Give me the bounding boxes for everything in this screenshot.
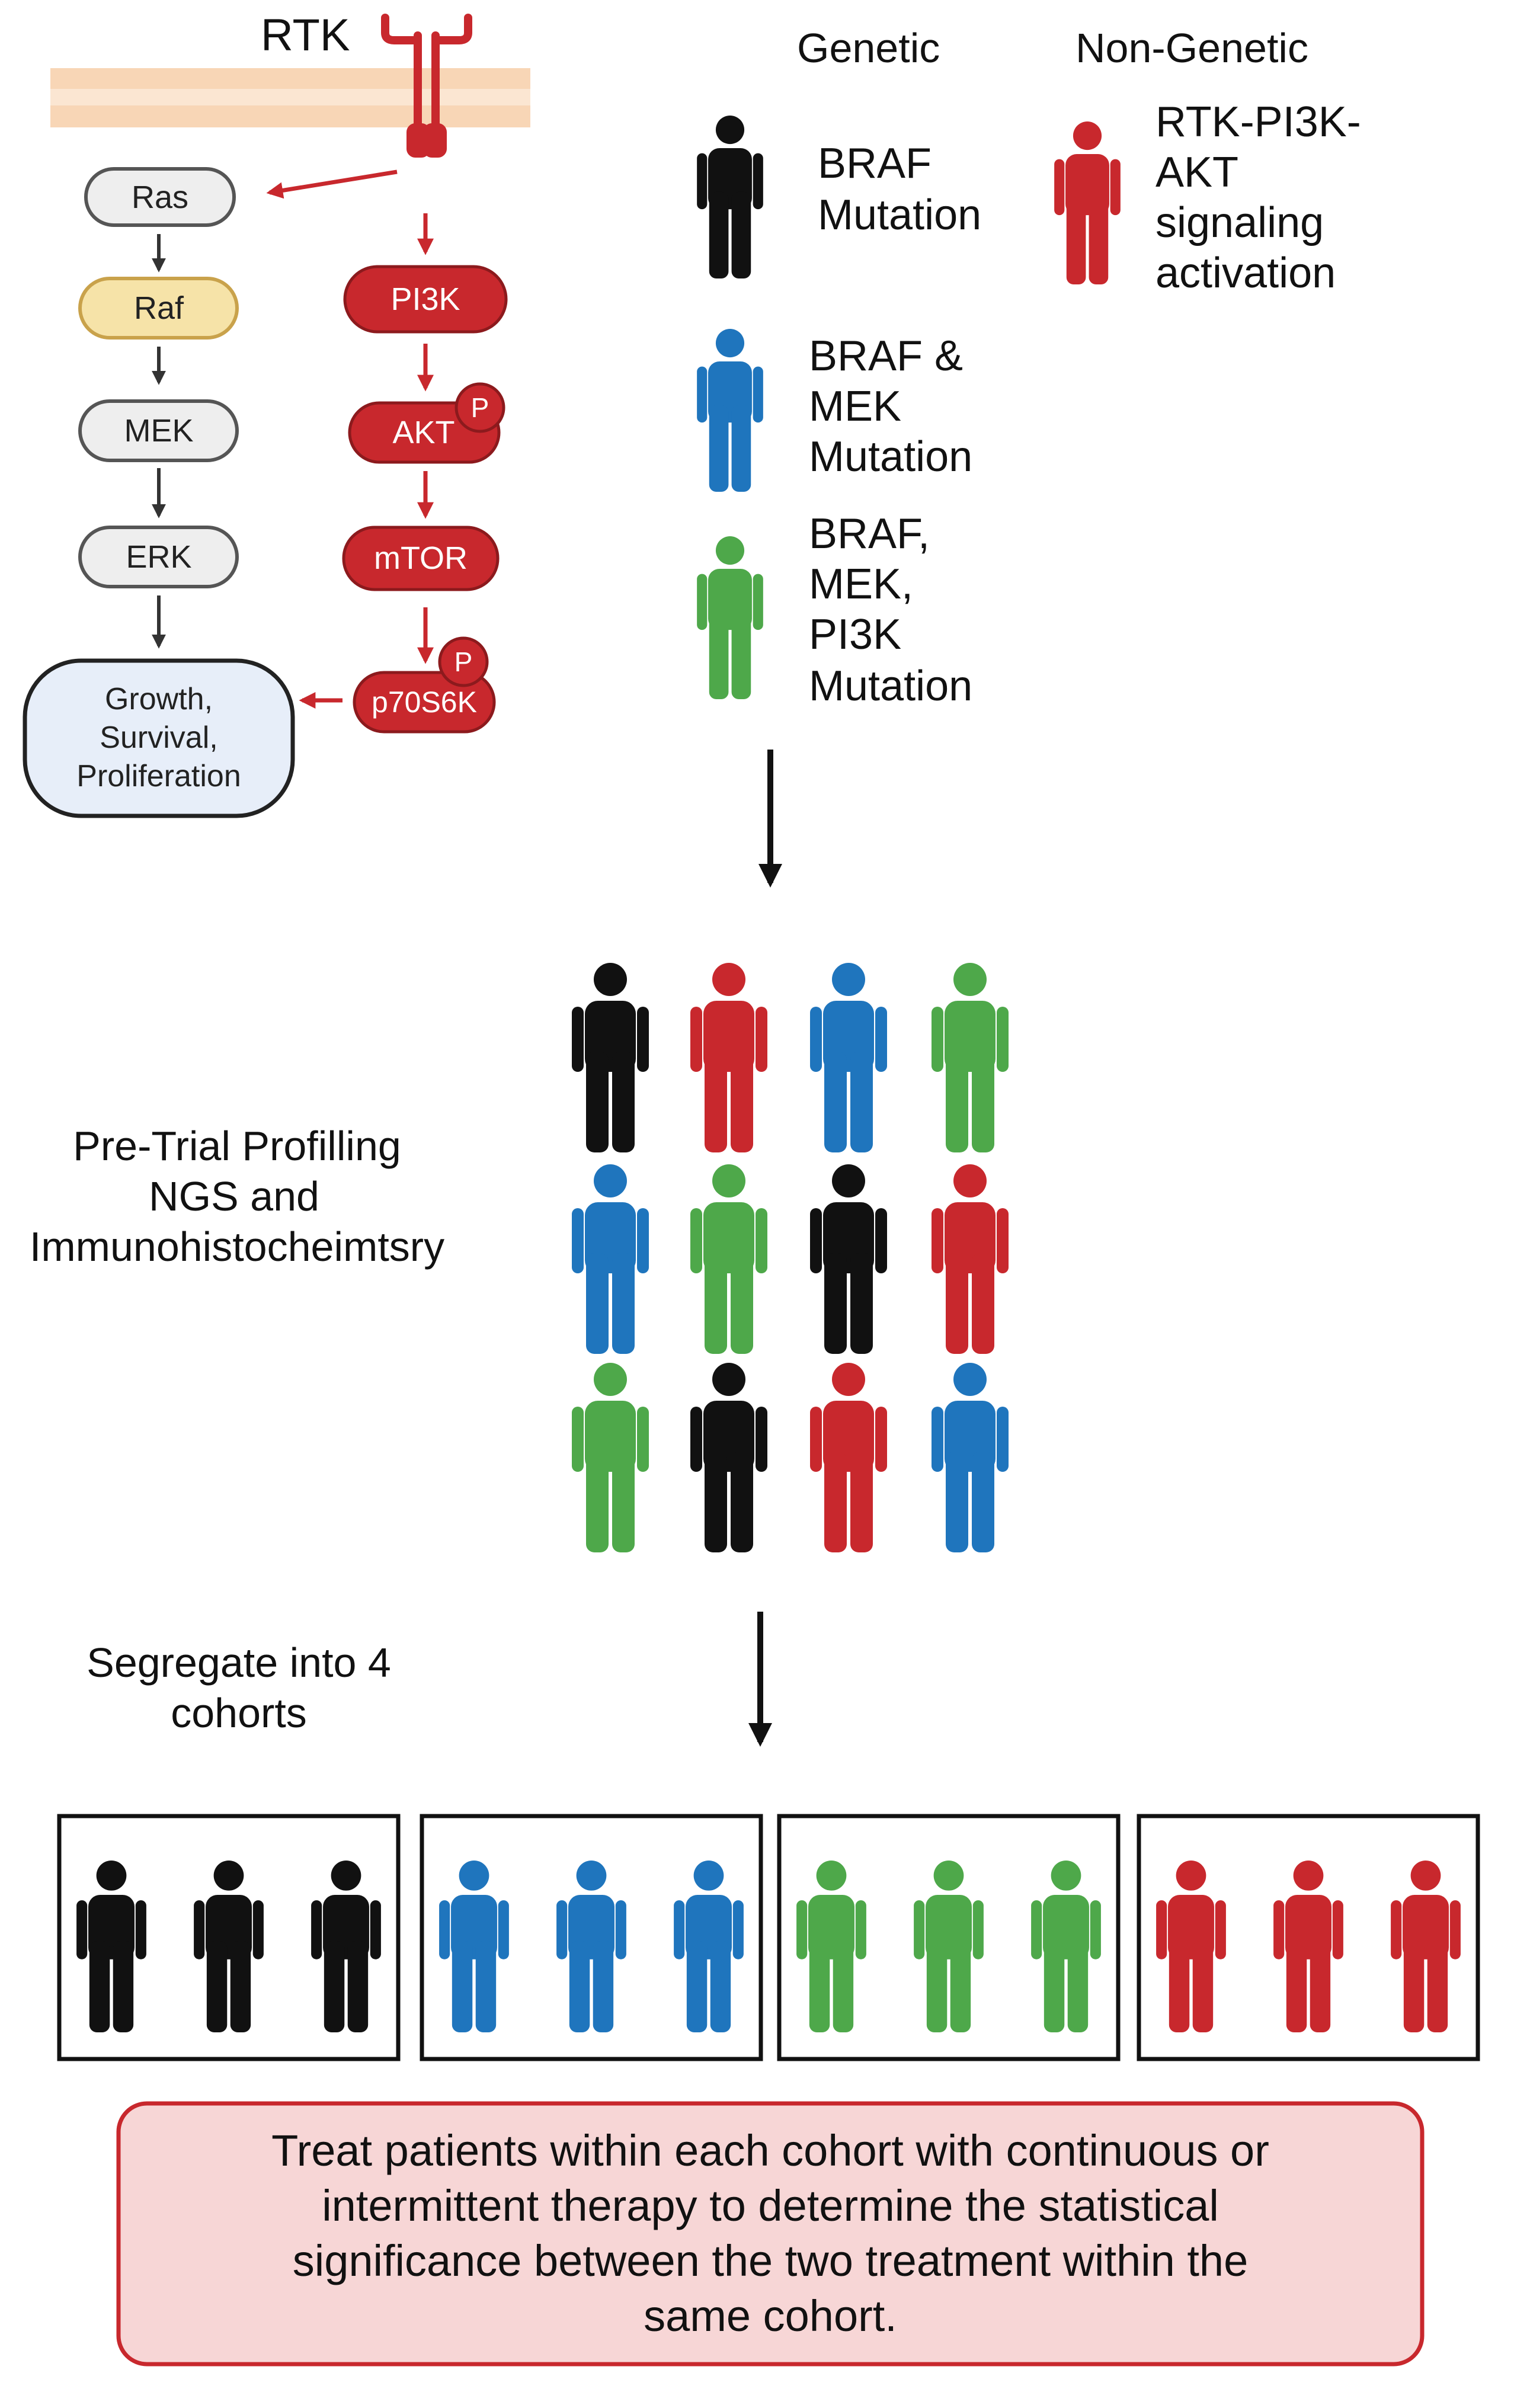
legend-line: RTK-PI3K- (1155, 98, 1361, 146)
legend-line: activation (1155, 249, 1336, 297)
rtk-receptor-icon (381, 14, 472, 158)
legend-line: BRAF (818, 140, 932, 187)
conclusion-box: Treat patients within each cohort with c… (116, 2101, 1425, 2367)
cell-membrane (50, 68, 530, 127)
person-blue-icon (932, 1363, 1009, 1552)
legend-line: AKT (1155, 149, 1238, 196)
phosphate-label: P (454, 646, 473, 677)
phosphate-badge-icon (454, 382, 505, 433)
legend-line: MEK (809, 383, 901, 430)
genetic-header: Genetic (797, 25, 940, 71)
person-green-icon (572, 1363, 649, 1552)
segregate-line: cohorts (171, 1690, 307, 1736)
non-genetic-header: Non-Genetic (1076, 25, 1308, 71)
legend-item-braf-mek: BRAF & MEK Mutation (809, 332, 972, 481)
pathway-node-p70s6k: p70S6K P (353, 636, 496, 734)
outcome-line: Survival, (100, 721, 217, 755)
person-black-icon (697, 116, 763, 278)
conclusion-line: Treat patients within each cohort with c… (271, 2126, 1269, 2175)
person-blue-icon (697, 329, 763, 492)
conclusion-line: same cohort. (644, 2291, 897, 2340)
person-red-icon (1391, 1861, 1461, 2032)
person-black-icon (194, 1861, 264, 2032)
pathway-node-raf: Raf (78, 277, 239, 340)
person-red-icon (810, 1363, 887, 1552)
pathway-node-ras: Ras (84, 167, 236, 227)
cohort-box-red (1137, 1814, 1480, 2061)
outcome-line: Growth, (105, 682, 213, 716)
person-black-icon (572, 963, 649, 1152)
person-red-icon (1156, 1861, 1226, 2032)
legend-line: signaling (1155, 199, 1324, 246)
cohort-box-blue (420, 1814, 763, 2061)
person-black-icon (311, 1861, 381, 2032)
patient-grid (572, 963, 1009, 1552)
segregate-label: Segregate into 4 cohorts (87, 1640, 391, 1736)
pathway-node-label: mTOR (374, 540, 468, 576)
person-blue-icon (810, 963, 887, 1152)
person-blue-icon (556, 1861, 626, 2032)
person-green-icon (1031, 1861, 1101, 2032)
segregate-line: Segregate into 4 (87, 1640, 391, 1686)
person-red-icon (690, 963, 767, 1152)
person-red-icon (932, 1164, 1009, 1354)
pathway-node-label: Ras (132, 180, 188, 215)
rtk-label: RTK (261, 10, 350, 60)
person-green-icon (914, 1861, 984, 2032)
profiling-label: Pre-Trial Profilling NGS and Immunohisto… (30, 1123, 444, 1270)
legend-line: PI3K (809, 611, 901, 658)
person-blue-icon (674, 1861, 744, 2032)
legend-line: BRAF, (809, 510, 930, 558)
cohort-boxes (57, 1814, 1480, 2061)
person-green-icon (796, 1861, 866, 2032)
conclusion-line: significance between the two treatment w… (293, 2236, 1248, 2285)
person-red-icon (1054, 121, 1121, 284)
legend-line: Mutation (818, 191, 981, 239)
person-red-icon (1273, 1861, 1343, 2032)
pathway-node-akt: AKT P (348, 382, 505, 464)
profiling-line: Pre-Trial Profilling (73, 1123, 401, 1169)
pathway-node-pi3k: PI3K (343, 265, 508, 334)
outcome-line: Proliferation (76, 759, 241, 793)
pathway-node-label: p70S6K (372, 686, 477, 719)
person-green-icon (932, 963, 1009, 1152)
pathway-node-label: ERK (126, 539, 191, 575)
legend-line: BRAF & (809, 332, 963, 380)
pathway-node-label: PI3K (390, 281, 460, 317)
conclusion-line: intermittent therapy to determine the st… (322, 2181, 1219, 2230)
person-green-icon (697, 536, 763, 699)
profiling-line: Immunohistocheimtsry (30, 1224, 444, 1270)
pathway-node-label: Raf (134, 290, 184, 326)
person-black-icon (810, 1164, 887, 1354)
legend-line: MEK, (809, 561, 913, 608)
legend-item-braf-mek-pi3k: BRAF, MEK, PI3K Mutation (809, 510, 972, 710)
person-black-icon (76, 1861, 146, 2032)
person-blue-icon (439, 1861, 509, 2032)
phosphate-badge-icon (438, 636, 489, 687)
pathway-node-mtor: mTOR (342, 526, 500, 591)
legend-line: Mutation (809, 662, 972, 710)
pathway-node-erk: ERK (78, 526, 239, 588)
cohort-box-black (57, 1814, 401, 2061)
pathway-node-mek: MEK (78, 399, 239, 462)
person-blue-icon (572, 1164, 649, 1354)
legend-line: Mutation (809, 433, 972, 481)
profiling-line: NGS and (149, 1173, 319, 1219)
pathway-outcome-box: Growth, Survival, Proliferation (23, 658, 295, 818)
person-black-icon (690, 1363, 767, 1552)
legend-item-braf: BRAF Mutation (818, 140, 981, 239)
phosphate-label: P (471, 392, 489, 423)
legend-item-rtk-pi3k-akt: RTK-PI3K- AKT signaling activation (1155, 98, 1361, 297)
rtk-to-ras-arrow (266, 169, 398, 199)
pathway-node-label: MEK (124, 413, 193, 449)
person-green-icon (690, 1164, 767, 1354)
pathway-node-label: AKT (392, 415, 454, 450)
cohort-box-green (777, 1814, 1121, 2061)
